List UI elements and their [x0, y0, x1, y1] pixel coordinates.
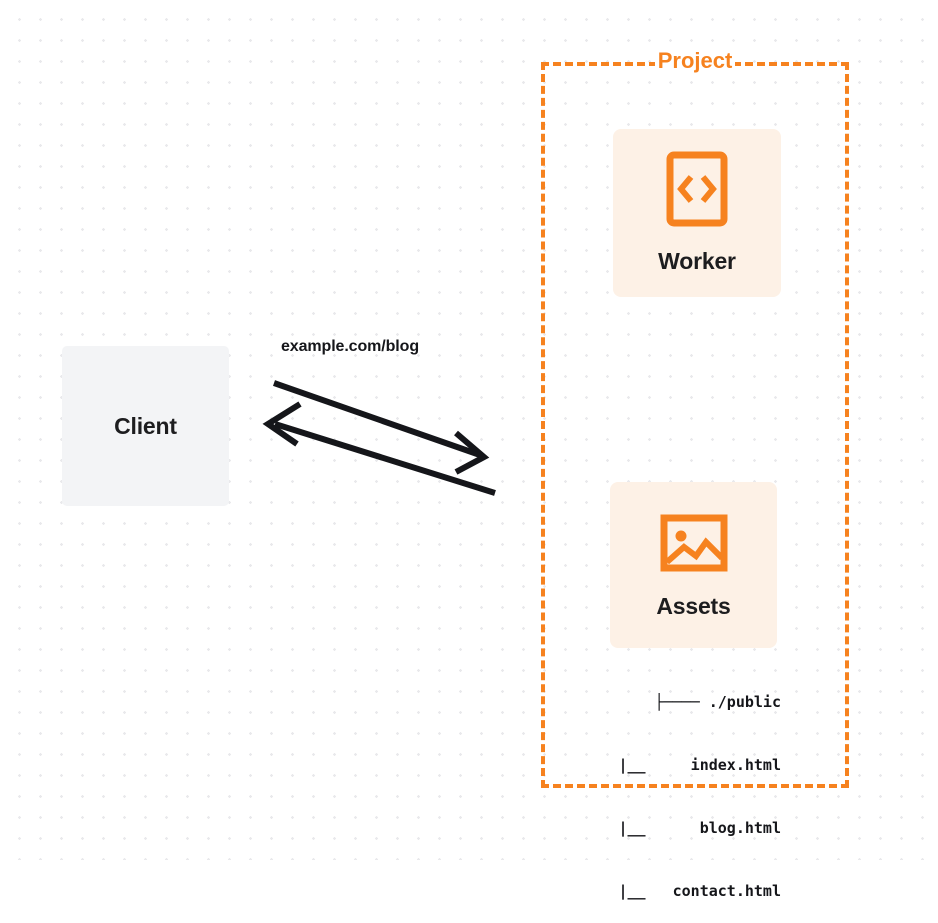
code-file-icon: [666, 151, 728, 232]
file-tree-row: |__ blog.html: [618, 819, 781, 837]
assets-file-tree: ├──── ./public |__ index.html |__ blog.h…: [586, 650, 781, 923]
image-icon: [660, 514, 728, 577]
file-tree-row: |__ index.html: [618, 756, 781, 774]
file-tree-row: ├──── ./public: [654, 693, 781, 711]
file-tree-row: |__ contact.html: [618, 882, 781, 900]
node-assets[interactable]: Assets: [610, 482, 777, 648]
edge-label-example-com-blog: example.com/blog: [281, 338, 419, 355]
node-worker-label: Worker: [658, 248, 736, 274]
project-title-text: Project: [654, 48, 736, 74]
project-title: Project: [541, 48, 849, 74]
node-worker[interactable]: Worker: [613, 129, 781, 297]
node-client-label: Client: [114, 412, 177, 439]
node-client[interactable]: Client: [62, 346, 229, 506]
node-assets-label: Assets: [656, 593, 731, 619]
